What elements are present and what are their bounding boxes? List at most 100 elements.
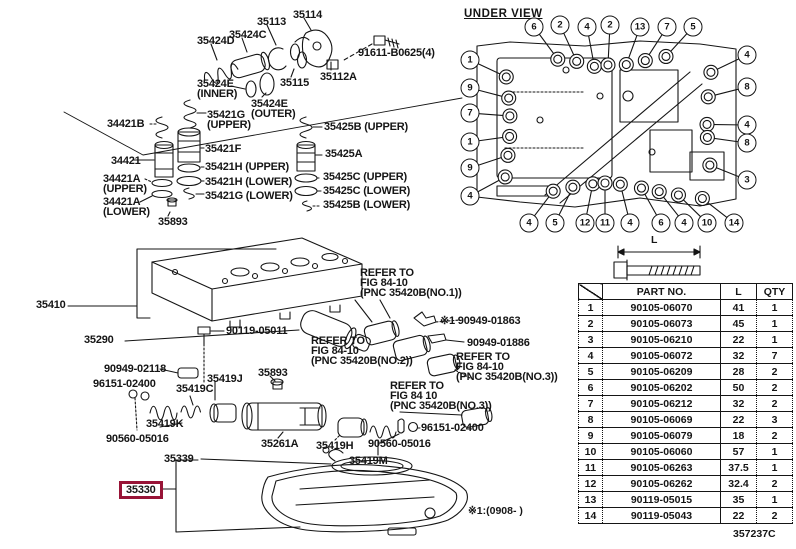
under-view-callout-9[interactable]: 9 [460, 158, 480, 178]
under-view-callout-2[interactable]: 2 [550, 15, 570, 35]
part-label[interactable]: 35425C (UPPER) [323, 171, 408, 183]
part-label[interactable]: 34421 [111, 155, 141, 167]
part-label[interactable]: 35115 [280, 77, 309, 89]
part-label[interactable]: 35421H (UPPER) [205, 161, 290, 173]
part-label[interactable]: 35419H [316, 440, 354, 452]
part-label[interactable]: 35425B (LOWER) [323, 199, 411, 211]
bolt-head [498, 69, 514, 85]
part-label[interactable]: 35419K [146, 418, 184, 430]
part-label[interactable]: 35893 [258, 367, 288, 379]
bolt-head [702, 157, 718, 173]
under-view-callout-13[interactable]: 13 [630, 17, 650, 37]
part-label[interactable]: 91611-B0625(4) [358, 47, 435, 59]
part-label[interactable]: 35425C (LOWER) [323, 185, 411, 197]
under-view-callout-12[interactable]: 12 [575, 213, 595, 233]
table-cell-lval: 22 [720, 411, 757, 428]
part-label[interactable]: 35339 [164, 453, 194, 465]
under-view-callout-3[interactable]: 3 [737, 170, 757, 190]
under-view-callout-8[interactable]: 8 [737, 133, 757, 153]
part-label[interactable]: 35421H (LOWER) [205, 176, 293, 188]
under-view-callout-7[interactable]: 7 [657, 17, 677, 37]
under-view-callout-5[interactable]: 5 [683, 17, 703, 37]
under-view-callout-6[interactable]: 6 [651, 213, 671, 233]
under-view-callout-9[interactable]: 9 [460, 78, 480, 98]
part-label[interactable]: 35114 [293, 9, 322, 21]
part-label[interactable]: 35421G (LOWER) [205, 190, 293, 202]
table-cell-qty: 1 [756, 443, 793, 460]
part-label[interactable]: REFER TO FIG 84-10 (PNC 35420B(NO.2)) [311, 335, 413, 367]
part-label[interactable]: ※1 90949-01863 [440, 315, 521, 327]
bolt-head [699, 129, 715, 145]
part-label[interactable]: REFER TO FIG 84-10 (PNC 35420B(NO.3)) [456, 351, 558, 383]
under-view-callout-8[interactable]: 8 [737, 77, 757, 97]
under-view-callout-1[interactable]: 1 [460, 132, 480, 152]
under-view-callout-11[interactable]: 11 [595, 213, 615, 233]
bolt-head [505, 131, 515, 141]
under-view-callout-4[interactable]: 4 [519, 213, 539, 233]
part-label[interactable]: 90560-05016 [368, 438, 431, 450]
bolt-head [699, 116, 715, 132]
footnote: ※1:(0908- ) [468, 505, 523, 517]
under-view-callout-7[interactable]: 7 [460, 103, 480, 123]
highlighted-part-label[interactable]: 35330 [119, 481, 163, 499]
part-label[interactable]: 96151-02400 [93, 378, 156, 390]
under-view-callout-4[interactable]: 4 [737, 115, 757, 135]
part-label[interactable]: 35425A [325, 148, 363, 160]
part-label[interactable]: 90949-02118 [104, 363, 167, 375]
part-label[interactable]: 35419J [207, 373, 243, 385]
bolt-head [502, 128, 518, 144]
part-label[interactable]: 35112A [320, 71, 357, 83]
part-label[interactable]: 90119-05011 [226, 325, 288, 337]
part-label[interactable]: 35424E (OUTER) [251, 98, 296, 120]
part-label[interactable]: 35893 [158, 216, 188, 228]
part-label[interactable]: 35261A [261, 438, 299, 450]
part-label[interactable]: 35421F [205, 143, 242, 155]
under-view-callout-4[interactable]: 4 [737, 45, 757, 65]
under-view-callout-4[interactable]: 4 [460, 186, 480, 206]
under-view-callout-10[interactable]: 10 [697, 213, 717, 233]
under-view-callout-4[interactable]: 4 [674, 213, 694, 233]
part-label[interactable]: 35419M [349, 455, 388, 467]
under-view-callout-5[interactable]: 5 [545, 213, 565, 233]
part-label[interactable]: 35424E (INNER) [197, 78, 238, 100]
part-label[interactable]: 34421B [107, 118, 145, 130]
under-view-callout-14[interactable]: 14 [724, 213, 744, 233]
under-view-callout-2[interactable]: 2 [600, 15, 620, 35]
under-view-callout-4[interactable]: 4 [620, 213, 640, 233]
bolt-head [589, 61, 599, 71]
part-label[interactable]: 90949-01886 [467, 337, 530, 349]
part-label[interactable]: 96151-02400 [421, 422, 484, 434]
part-label[interactable]: 35424D [197, 35, 235, 47]
part-label[interactable]: 35410 [36, 299, 66, 311]
part-label[interactable]: 34421A (LOWER) [103, 196, 150, 218]
part-label[interactable]: 35113 [257, 16, 286, 28]
bolt-head [703, 92, 713, 102]
part-label[interactable]: 35290 [84, 334, 114, 346]
bolt-head [548, 186, 558, 196]
part-label[interactable]: 90560-05016 [106, 433, 169, 445]
part-label[interactable]: 35419C [176, 383, 214, 395]
part-label[interactable]: REFER TO FIG 84-10 (PNC 35420B(NO.1)) [360, 267, 462, 299]
part-label[interactable]: 34421A (UPPER) [103, 173, 147, 195]
part-label[interactable]: 35421G (UPPER) [207, 109, 251, 131]
under-view-callout-1[interactable]: 1 [460, 50, 480, 70]
part-label[interactable]: 35425B (UPPER) [324, 121, 409, 133]
part-label[interactable]: 35424C [229, 29, 267, 41]
under-view-callout-4[interactable]: 4 [577, 17, 597, 37]
part-label[interactable]: REFER TO FIG 84 10 (PNC 35420B(NO.3)) [390, 380, 492, 412]
under-view-callout-6[interactable]: 6 [524, 17, 544, 37]
